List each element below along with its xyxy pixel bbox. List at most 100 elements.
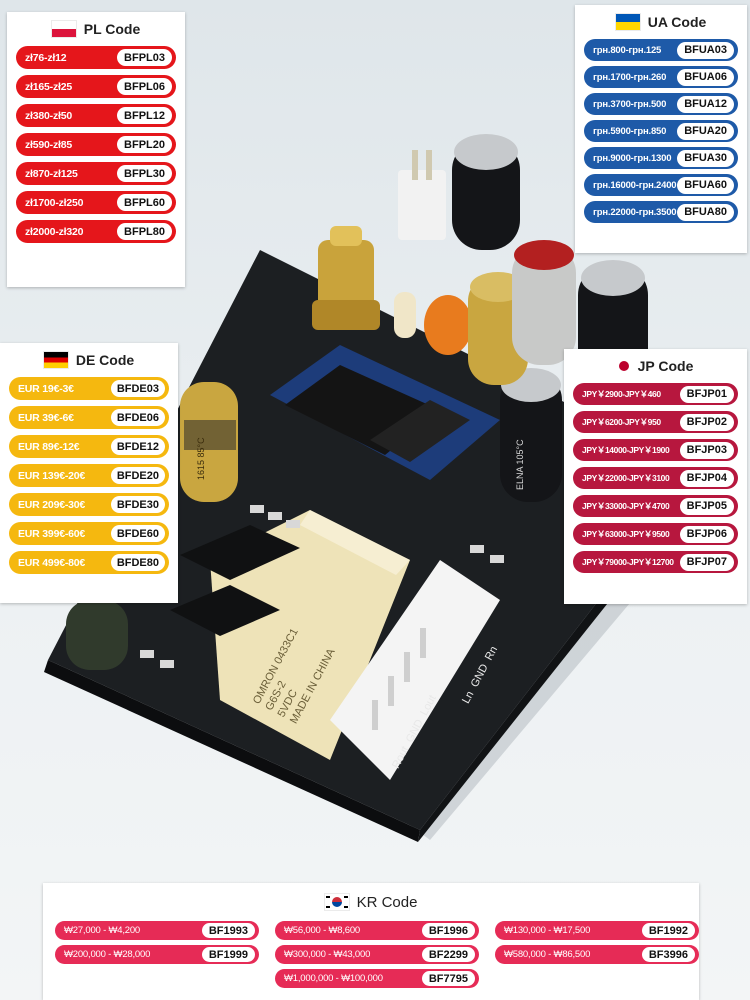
coupon-code[interactable]: BFPL30 [117,165,172,182]
coupon-row[interactable]: zł76-zł12 BFPL03 [16,46,176,69]
coupon-code[interactable]: BFUA12 [677,95,734,113]
coupon-code[interactable]: BFJP02 [679,413,734,431]
coupon-code[interactable]: BF3996 [641,947,695,962]
coupon-range: EUR 39€-6€ [18,411,74,424]
coupon-code[interactable]: BF2299 [421,947,475,962]
coupon-row[interactable]: EUR 139€-20€ BFDE20 [9,464,169,487]
coupon-code[interactable]: BFUA60 [677,176,734,194]
coupon-row[interactable]: EUR 499€-80€BFDE80 [9,551,169,574]
coupon-code[interactable]: BFJP04 [679,469,734,487]
coupon-code[interactable]: BFPL60 [117,194,172,211]
coupon-code[interactable]: BFJP03 [679,441,734,459]
coupon-row[interactable]: JPY￥22000-JPY￥3100 BFJP04 [573,467,738,489]
coupon-code[interactable]: BFDE20 [110,467,165,484]
coupon-range: ₩130,000 - ₩17,500 [504,925,591,936]
pl-panel-header: PL Code [7,12,185,46]
coupon-code[interactable]: BFJP07 [679,553,734,571]
coupon-range: ₩200,000 - ₩28,000 [64,949,151,960]
coupon-range: EUR 139€-20€ [18,469,86,482]
coupon-range: zł590-zł85 [25,138,73,151]
smd-components [140,505,504,668]
coupon-row[interactable]: ₩130,000 - ₩17,500 BF1992 [495,921,699,940]
ua-panel-header: UA Code [575,5,747,39]
coupon-code[interactable]: BFUA03 [677,41,734,59]
coupon-row[interactable]: zł590-zł85 BFPL20 [16,133,176,156]
jp-panel-header: JP Code [564,349,747,383]
coupon-code[interactable]: BFUA20 [677,122,734,140]
coupon-row[interactable]: EUR 19€-3€BFDE03 [9,377,169,400]
coupon-code[interactable]: BFPL06 [117,78,172,95]
coupon-row[interactable]: грн.1700-грн.260 BFUA06 [584,66,738,88]
coupon-row[interactable]: ₩56,000 - ₩8,600 BF1996 [275,921,479,940]
coupon-code[interactable]: BFDE03 [110,380,165,397]
coupon-row[interactable]: EUR 399€-60€BFDE60 [9,522,169,545]
coupon-code[interactable]: BFUA06 [677,68,734,86]
coupon-range: JPY￥63000-JPY￥9500 [582,529,670,539]
coupon-row[interactable]: EUR 39€-6€ BFDE06 [9,406,169,429]
coupon-code[interactable]: BFDE06 [110,409,165,426]
coupon-range: zł76-zł12 [25,51,67,64]
coupon-code[interactable]: BFPL20 [117,136,172,153]
coupon-range: ₩27,000 - ₩4,200 [64,925,141,936]
coupon-code[interactable]: BFPL03 [117,49,172,66]
coupon-row[interactable]: EUR 209€-30€BFDE30 [9,493,169,516]
coupon-code[interactable]: BF1993 [201,923,255,938]
coupon-row[interactable]: ₩300,000 - ₩43,000 BF2299 [275,945,479,964]
pl-panel-title: PL Code [83,21,141,37]
coupon-row[interactable]: ₩200,000 - ₩28,000 BF1999 [55,945,259,964]
coupon-range: JPY￥22000-JPY￥3100 [582,473,670,483]
coupon-code[interactable]: BFPL80 [117,223,172,240]
coupon-code[interactable]: BFDE12 [110,438,165,455]
coupon-code[interactable]: BFUA80 [677,203,734,221]
coupon-code[interactable]: BFDE60 [110,525,165,542]
coupon-code[interactable]: BF1992 [641,923,695,938]
coupon-row[interactable]: EUR 89€-12€BFDE12 [9,435,169,458]
coupon-row[interactable]: ₩27,000 - ₩4,200 BF1993 [55,921,259,940]
japan-flag-icon [617,360,630,372]
de-code-list: EUR 19€-3€BFDE03 EUR 39€-6€ BFDE06 EUR 89… [0,377,178,574]
coupon-code[interactable]: BFPL12 [117,107,172,124]
coupon-code[interactable]: BF1999 [201,947,255,962]
coupon-code[interactable]: BFUA30 [677,149,734,167]
capacitor-black-1 [452,140,520,250]
coupon-range: ₩300,000 - ₩43,000 [284,949,371,960]
coupon-code[interactable]: BFJP05 [679,497,734,515]
de-panel-header: DE Code [0,343,178,377]
coupon-code[interactable]: BF7795 [421,971,475,986]
coupon-range: грн.1700-грн.260 [593,71,667,83]
coupon-code[interactable]: BFJP06 [679,525,734,543]
coupon-code[interactable]: BF1996 [421,923,475,938]
jp-panel-title: JP Code [637,358,694,374]
coupon-code[interactable]: BFDE30 [110,496,165,513]
de-code-panel: DE Code EUR 19€-3€BFDE03 EUR 39€-6€ BFDE0… [0,343,178,603]
coupon-range: ₩56,000 - ₩8,600 [284,925,361,936]
coupon-code[interactable]: BFJP01 [679,385,734,403]
coupon-row[interactable]: JPY￥63000-JPY￥9500 BFJP06 [573,523,738,545]
coupon-code[interactable]: BFDE80 [110,554,165,571]
capacitor-silver [512,245,576,365]
korea-flag-icon [324,894,349,910]
ukraine-flag-icon [615,14,640,30]
